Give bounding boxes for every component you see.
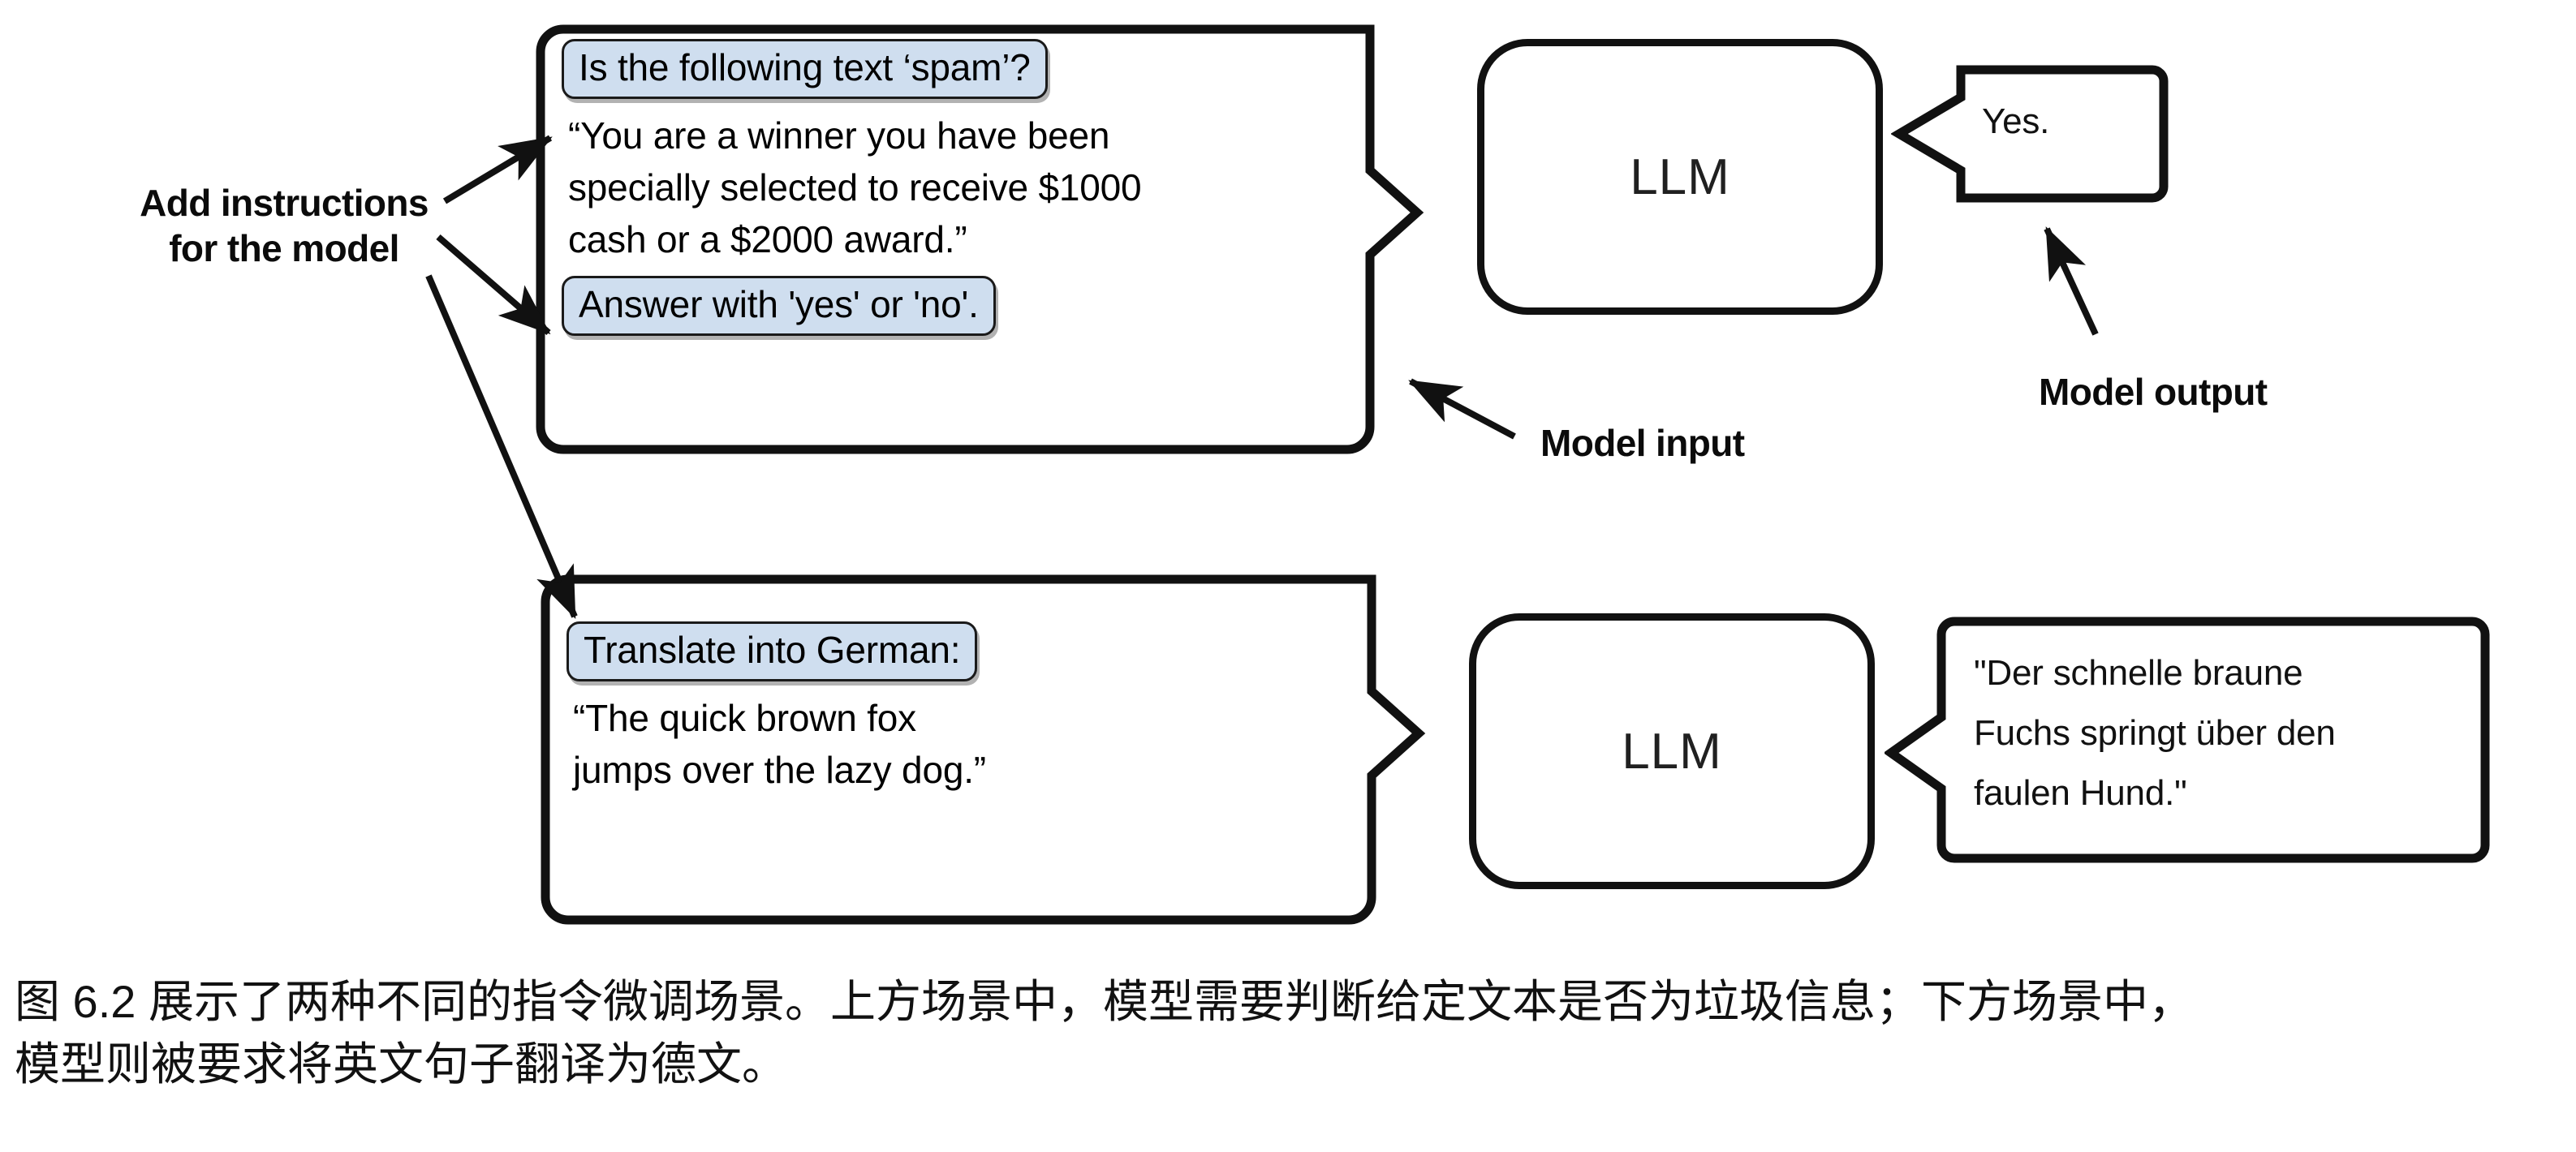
- model-output-content: "Der schnelle braune Fuchs springt über …: [1885, 617, 2492, 811]
- model-input-box-translate: Translate into German: “The quick brown …: [534, 568, 1430, 931]
- output-text-line: "Der schnelle braune: [1974, 653, 2303, 693]
- output-text-line: faulen Hund.": [1974, 773, 2187, 813]
- figure-caption: 图 6.2 展示了两种不同的指令微调场景。上方场景中，模型需要判断给定文本是否为…: [15, 970, 2563, 1096]
- instruction-pill-answer-format[interactable]: Answer with 'yes' or 'no'.: [562, 275, 996, 336]
- arrow-model-output: [2044, 226, 2099, 336]
- caption-line-2: 模型则被要求将英文句子翻译为德文。: [15, 1038, 787, 1090]
- model-input-content: Translate into German: “The quick brown …: [534, 568, 1430, 789]
- model-input-content: Is the following text ‘spam’? “You are a…: [529, 18, 1428, 336]
- model-output-content: Yes.: [1891, 57, 2170, 140]
- instruction-pill-translate[interactable]: Translate into German:: [566, 621, 978, 681]
- model-output-bubble-yes: Yes.: [1891, 57, 2170, 211]
- add-instructions-line-1: Add instructions: [140, 182, 429, 224]
- llm-box-translate[interactable]: LLM: [1469, 613, 1875, 889]
- caption-line-1: 图 6.2 展示了两种不同的指令微调场景。上方场景中，模型需要判断给定文本是否为…: [15, 976, 2194, 1027]
- prompt-body-line: “You are a winner you have been: [568, 114, 1110, 157]
- prompt-body-line: cash or a $2000 award.”: [568, 217, 967, 260]
- figure-canvas: Is the following text ‘spam’? “You are a…: [114, 18, 2492, 931]
- model-input-label: Model input: [1540, 422, 1745, 464]
- llm-box-spam[interactable]: LLM: [1477, 39, 1883, 315]
- prompt-body-line: specially selected to receive $1000: [568, 165, 1142, 208]
- instruction-pill-spam-question[interactable]: Is the following text ‘spam’?: [562, 39, 1048, 99]
- add-instructions-line-2: for the model: [169, 227, 399, 270]
- add-instructions-label: Add instructions for the model: [114, 180, 454, 271]
- model-output-bubble-outline: [1891, 65, 2169, 203]
- llm-label: LLM: [1630, 148, 1730, 205]
- model-input-box-spam: Is the following text ‘spam’? “You are a…: [529, 18, 1428, 461]
- model-output-bubble-german: "Der schnelle braune Fuchs springt über …: [1885, 617, 2492, 866]
- model-output-label: Model output: [2039, 371, 2268, 413]
- model-output-bubble-outline: [1885, 617, 2490, 863]
- prompt-body-line: “The quick brown fox: [573, 696, 916, 739]
- output-text-line: Yes.: [1982, 101, 2050, 141]
- llm-label: LLM: [1622, 723, 1722, 780]
- prompt-body-line: jumps over the lazy dog.”: [573, 748, 986, 791]
- output-text-line: Fuchs springt über den: [1974, 713, 2336, 753]
